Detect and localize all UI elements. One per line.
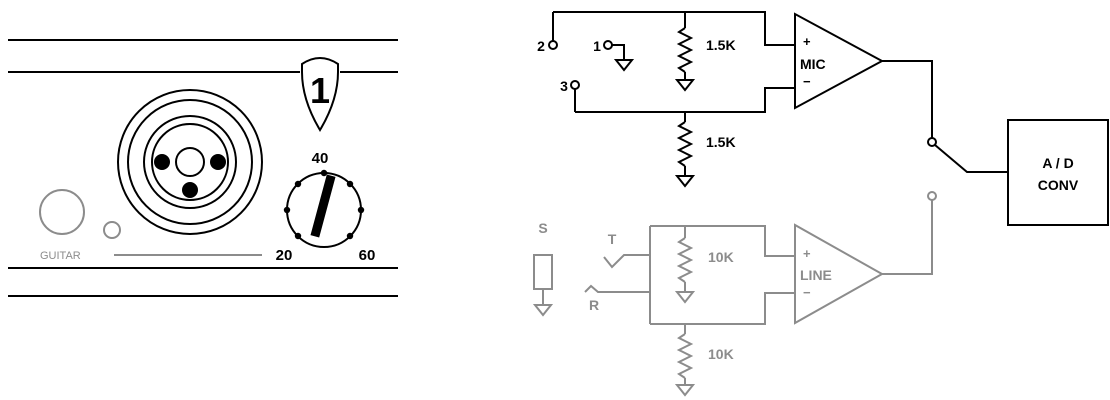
pin-2-terminal [548,40,558,50]
gain-min-label: 20 [276,247,293,264]
knob-pointer-icon [310,174,336,238]
resistor-icon [676,27,694,73]
xlr-pin-icon [210,154,226,170]
resistor-icon [676,333,694,379]
mic-resistor-top-label: 1.5K [706,37,736,53]
signal-led-icon [103,221,121,239]
mic-amp-label: MIC [800,56,826,72]
ad-converter-line2: CONV [1038,177,1079,193]
channel-number: 1 [310,70,330,111]
mic-amp-minus: − [803,74,811,89]
ad-converter-box [1007,119,1109,226]
knob-tick-icon [294,180,302,188]
ground-icon [674,291,696,304]
switch-contact-mic [927,137,937,147]
line-amp-minus: − [803,285,811,300]
ground-icon [674,384,696,397]
pin-2-label: 2 [537,38,545,54]
mic-signal-path: 2 1 3 1.5K 1.5K + MIC − [537,11,933,188]
xlr-combo-jack[interactable] [117,89,263,235]
line-minus-wire [650,292,795,325]
mic-minus-wire [575,87,795,113]
knob-tick-icon [357,206,365,214]
pin-1-label: 1 [593,38,601,54]
gain-max-label: 60 [359,247,376,264]
mic-resistor-bottom-label: 1.5K [706,134,736,150]
line-signal-path: S T R 10K 10K + LINE − [532,200,933,397]
guitar-label: GUITAR [40,250,81,262]
line-amp-label: LINE [800,267,832,283]
gain-mid-label: 40 [312,150,329,167]
mic-output-wire [882,60,933,138]
ring-label: R [589,297,599,313]
channel-number-badge: 1 [301,57,339,132]
line-resistor-bottom-label: 10K [708,346,734,362]
line-amplifier [794,223,885,325]
ground-icon [532,304,554,317]
ground-icon [674,79,696,92]
ring-contact-icon [584,284,650,293]
mic-amp-plus: + [803,34,811,49]
mic-plus-wire [553,11,795,46]
ground-icon [613,59,635,72]
guitar-jack[interactable] [39,189,85,235]
knob-tick-icon [294,232,302,240]
gain-knob[interactable] [283,169,365,248]
mic-amplifier [794,12,885,110]
line-resistor-top-label: 10K [708,249,734,265]
tip-label: T [608,231,617,247]
input-selector-switch [927,137,1008,201]
line-output-wire [882,200,933,275]
resistor-icon [676,237,694,283]
pin-1-terminal [603,40,613,50]
knob-tick-icon [346,232,354,240]
sleeve-label: S [538,220,547,236]
knob-tick-icon [346,180,354,188]
xlr-pin-icon [154,154,170,170]
wire [612,44,625,60]
tip-contact-icon [603,254,650,269]
switch-contact-line [927,191,937,201]
ad-converter: A / D CONV [1007,119,1109,226]
knob-tick-icon [320,169,328,177]
ground-icon [674,175,696,188]
line-amp-plus: + [803,246,811,261]
pin-3-label: 3 [560,78,568,94]
sleeve-contact-icon [533,254,553,290]
pin-3-terminal [570,80,580,90]
switch-arm [934,144,1008,173]
line-plus-wire [650,225,795,257]
front-panel: 1 GUITAR 40 [8,39,398,297]
ad-converter-line1: A / D [1042,155,1073,171]
resistor-icon [676,121,694,167]
xlr-pin-icon [182,182,198,198]
knob-tick-icon [283,206,291,214]
